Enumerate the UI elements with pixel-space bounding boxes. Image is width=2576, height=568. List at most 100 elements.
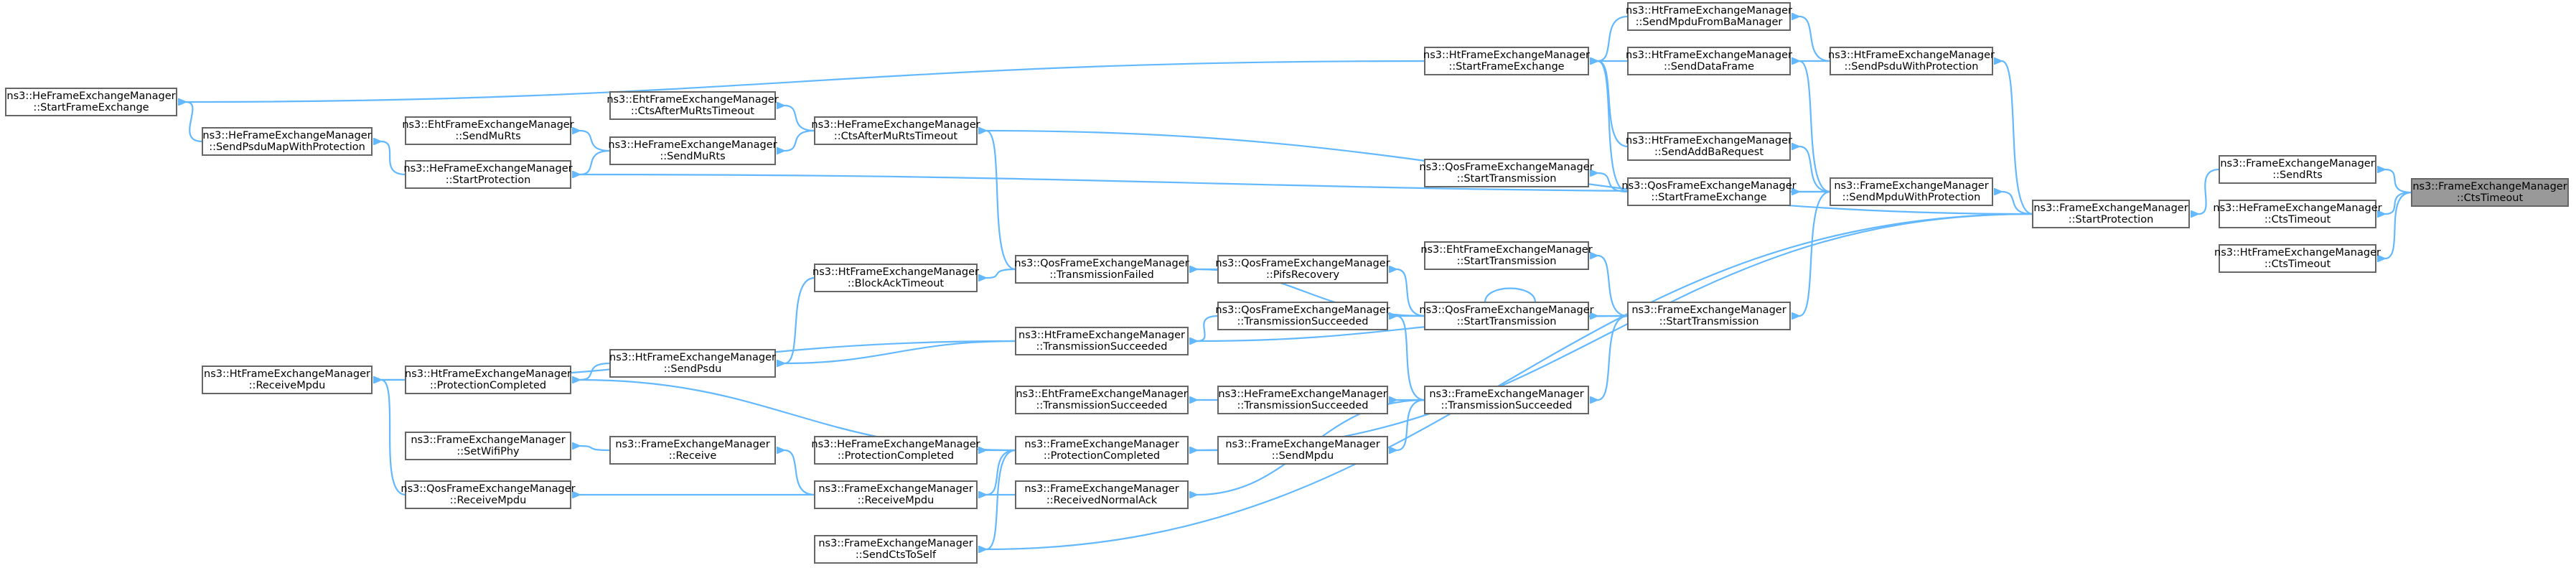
node-box: [405, 116, 571, 145]
edge-path: [2198, 168, 2220, 214]
node-cts-timeout[interactable]: ns3::FrameExchangeManager::CtsTimeout: [2411, 178, 2569, 207]
edge-path: [1598, 315, 1629, 400]
node-class-label: ns3::EhtFrameExchangeManager: [402, 119, 573, 131]
node-ht-start-frame-exchange[interactable]: ns3::HtFrameExchangeManager::StartFrameE…: [1423, 47, 1590, 75]
node-box: [1424, 159, 1589, 187]
edge-path: [1197, 213, 2033, 450]
edge-he-send-mu-rts-to-eht-send-mu-rts: [580, 131, 611, 152]
node-ht-protection-completed[interactable]: ns3::HtFrameExchangeManager::ProtectionC…: [405, 366, 571, 394]
node-eht-start-transmission[interactable]: ns3::EhtFrameExchangeManager::StartTrans…: [1420, 241, 1593, 270]
node-box: [1627, 2, 1791, 31]
node-method-label: ::SendPsdu: [664, 363, 722, 375]
node-qos-receive-mpdu[interactable]: ns3::QosFrameExchangeManager::ReceiveMpd…: [401, 480, 576, 509]
node-ht-transmission-succeeded[interactable]: ns3::HtFrameExchangeManager::Transmissio…: [1015, 327, 1189, 355]
node-ht-send-add-ba-request[interactable]: ns3::HtFrameExchangeManager::SendAddBaRe…: [1626, 132, 1792, 161]
node-ht-send-data-frame[interactable]: ns3::HtFrameExchangeManager::SendDataFra…: [1626, 47, 1792, 75]
node-qos-start-frame-exchange[interactable]: ns3::QosFrameExchangeManager::StartFrame…: [1621, 177, 1797, 206]
node-method-label: ::SendMuRts: [660, 151, 725, 162]
edge-ht-send-psdu-with-protection-to-ht-send-mpdu-from-ba-manager: [1799, 17, 1831, 62]
node-box: [609, 349, 776, 378]
edge-fem-receive-to-fem-set-wifi-phy: [580, 446, 611, 452]
node-box: [405, 366, 571, 394]
node-eht-transmission-succeeded[interactable]: ns3::EhtFrameExchangeManager::Transmissi…: [1015, 386, 1189, 414]
node-fem-send-rts[interactable]: ns3::FrameExchangeManager::SendRts: [2219, 155, 2376, 184]
node-he-transmission-succeeded[interactable]: ns3::HeFrameExchangeManager::Transmissio…: [1217, 386, 1388, 414]
node-method-label: ::StartFrameExchange: [33, 102, 149, 113]
edge-cts-timeout-to-fem-send-rts: [2385, 169, 2412, 194]
node-class-label: ns3::FrameExchangeManager: [818, 483, 973, 495]
node-box: [1217, 255, 1388, 284]
edge-fem-send-mpdu-with-protection-to-he-start-protection: [580, 174, 1831, 193]
node-ht-send-mpdu-from-ba-manager[interactable]: ns3::HtFrameExchangeManager::SendMpduFro…: [1626, 2, 1792, 31]
node-box: [814, 436, 978, 465]
node-ht-send-psdu-with-protection[interactable]: ns3::HtFrameExchangeManager::SendPsduWit…: [1828, 47, 1995, 75]
node-he-send-mu-rts[interactable]: ns3::HeFrameExchangeManager::SendMuRts: [608, 136, 777, 165]
node-class-label: ns3::FrameExchangeManager: [411, 434, 565, 446]
node-fem-receive[interactable]: ns3::FrameExchangeManager::Receive: [609, 436, 776, 465]
node-he-cts-timeout[interactable]: ns3::HeFrameExchangeManager::CtsTimeout: [2213, 200, 2382, 228]
edge-path: [186, 60, 1425, 102]
node-box: [1015, 386, 1189, 414]
node-method-label: ::ProtectionCompleted: [838, 450, 954, 462]
node-qos-pifs-recovery[interactable]: ns3::QosFrameExchangeManager::PifsRecove…: [1215, 255, 1390, 284]
node-method-label: ::CtsTimeout: [2264, 214, 2331, 225]
node-class-label: ns3::HeFrameExchangeManager: [811, 439, 980, 450]
node-fem-set-wifi-phy[interactable]: ns3::FrameExchangeManager::SetWifiPhy: [405, 432, 571, 460]
edge-path: [580, 149, 611, 174]
edge-path: [580, 131, 611, 152]
node-class-label: ns3::HtFrameExchangeManager: [609, 352, 776, 363]
node-fem-protection-completed[interactable]: ns3::FrameExchangeManager::ProtectionCom…: [1015, 436, 1189, 465]
node-method-label: ::SendMpdu: [1272, 450, 1334, 462]
edge-cts-timeout-to-he-cts-timeout: [2385, 191, 2412, 214]
edge-qos-start-frame-exchange-to-qos-start-transmission-a: [1598, 173, 1629, 193]
node-ht-block-ack-timeout[interactable]: ns3::HtFrameExchangeManager::BlockAckTim…: [812, 264, 979, 292]
node-box: [1217, 386, 1388, 414]
node-he-start-frame-exchange[interactable]: ns3::HeFrameExchangeManager::StartFrameE…: [5, 88, 177, 116]
nodes-layer: ns3::FrameExchangeManager::CtsTimeoutns3…: [5, 2, 2569, 564]
edge-fem-start-protection-to-ht-send-psdu-with-protection: [2002, 61, 2033, 215]
edge-fem-send-rts-to-fem-start-protection: [2198, 168, 2220, 214]
node-class-label: ns3::HtFrameExchangeManager: [204, 368, 370, 380]
node-fem-start-protection[interactable]: ns3::FrameExchangeManager::StartProtecti…: [2032, 200, 2190, 228]
node-method-label: ::TransmissionSucceeded: [1036, 341, 1168, 353]
node-box: [5, 88, 177, 116]
edge-path: [986, 268, 1016, 278]
node-he-cts-after-mu-rts-timeout[interactable]: ns3::HeFrameExchangeManager::CtsAfterMuR…: [811, 116, 980, 145]
node-fem-send-mpdu-with-protection[interactable]: ns3::FrameExchangeManager::SendMpduWithP…: [1830, 177, 1993, 206]
edge-path: [2385, 191, 2412, 214]
node-he-protection-completed[interactable]: ns3::HeFrameExchangeManager::ProtectionC…: [811, 436, 980, 465]
node-method-label: ::SendDataFrame: [1664, 61, 1754, 73]
node-he-start-protection[interactable]: ns3::HeFrameExchangeManager::StartProtec…: [403, 160, 573, 189]
edge-ht-send-add-ba-request-to-ht-start-frame-exchange: [1598, 61, 1629, 148]
node-qos-transmission-succeeded[interactable]: ns3::QosFrameExchangeManager::Transmissi…: [1215, 302, 1390, 330]
node-qos-start-transmission-a[interactable]: ns3::QosFrameExchangeManager::StartTrans…: [1419, 159, 1594, 187]
node-fem-send-mpdu[interactable]: ns3::FrameExchangeManager::SendMpdu: [1217, 436, 1388, 465]
node-he-send-psdu-map-with-protection[interactable]: ns3::HeFrameExchangeManager::SendPsduMap…: [202, 127, 373, 156]
edge-path: [986, 449, 1016, 549]
edge-path: [784, 106, 815, 132]
edge-fem-receive-mpdu-to-fem-receive: [784, 450, 815, 496]
node-class-label: ns3::HtFrameExchangeManager: [1626, 5, 1792, 17]
node-box: [1015, 327, 1189, 355]
node-ht-send-psdu[interactable]: ns3::HtFrameExchangeManager::SendPsdu: [609, 349, 776, 378]
node-box: [1217, 302, 1388, 330]
node-box: [2219, 200, 2376, 228]
node-class-label: ns3::FrameExchangeManager: [1024, 439, 1179, 450]
node-fem-received-normal-ack[interactable]: ns3::FrameExchangeManager::ReceivedNorma…: [1015, 480, 1189, 509]
node-fem-send-cts-to-self[interactable]: ns3::FrameExchangeManager::SendCtsToSelf: [814, 535, 978, 564]
node-fem-transmission-succeeded[interactable]: ns3::FrameExchangeManager::TransmissionS…: [1424, 386, 1589, 414]
node-qos-transmission-failed[interactable]: ns3::QosFrameExchangeManager::Transmissi…: [1014, 255, 1189, 284]
node-eht-send-mu-rts[interactable]: ns3::EhtFrameExchangeManager::SendMuRts: [402, 116, 574, 145]
node-qos-start-transmission-b[interactable]: ns3::QosFrameExchangeManager::StartTrans…: [1419, 302, 1594, 330]
node-box: [405, 160, 571, 189]
node-ht-cts-timeout[interactable]: ns3::HtFrameExchangeManager::CtsTimeout: [2214, 244, 2381, 273]
node-fem-start-transmission[interactable]: ns3::FrameExchangeManager::StartTransmis…: [1627, 302, 1791, 330]
edge-path: [1799, 146, 1831, 193]
edge-path: [1598, 61, 1629, 193]
node-eht-cts-after-mu-rts-timeout[interactable]: ns3::EhtFrameExchangeManager::CtsAfterMu…: [606, 91, 779, 120]
node-ht-receive-mpdu[interactable]: ns3::HtFrameExchangeManager::ReceiveMpdu: [202, 366, 373, 394]
node-class-label: ns3::QosFrameExchangeManager: [1621, 180, 1796, 192]
node-method-label: ::SendAddBaRequest: [1654, 146, 1764, 158]
node-fem-receive-mpdu[interactable]: ns3::FrameExchangeManager::ReceiveMpdu: [814, 480, 978, 509]
edge-fem-protection-completed-to-fem-receive-mpdu: [986, 449, 1016, 495]
